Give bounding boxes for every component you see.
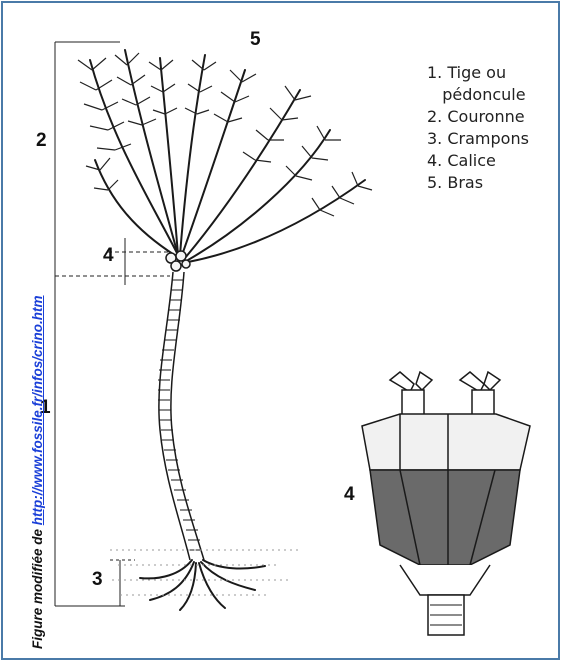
legend-item: 3. Crampons (427, 128, 529, 150)
label-calyx-detail: 4 (344, 485, 355, 504)
calyx-detail (362, 372, 530, 635)
legend-item: 4. Calice (427, 150, 529, 172)
label-holdfast: 3 (92, 570, 103, 589)
legend-item: 2. Couronne (427, 106, 529, 128)
crown-arms (90, 50, 365, 262)
legend-item: 1. Tige ou (427, 62, 529, 84)
figure-caption: Figure modifiée de http://www.fossile.fr… (30, 9, 45, 649)
holdfast (140, 560, 265, 610)
label-calyx: 4 (103, 246, 114, 265)
calyx (166, 251, 190, 271)
stem (158, 272, 204, 560)
sediment (110, 550, 300, 595)
legend-item: 5. Bras (427, 172, 529, 194)
legend: 1. Tige ou pédoncule 2. Couronne 3. Cram… (427, 62, 529, 194)
caption-prefix: Figure modifiée de (30, 525, 45, 649)
label-arms: 5 (250, 30, 261, 49)
source-link[interactable]: http://www.fossile.fr/infos/crino.htm (30, 295, 45, 525)
legend-item: pédoncule (427, 84, 529, 106)
